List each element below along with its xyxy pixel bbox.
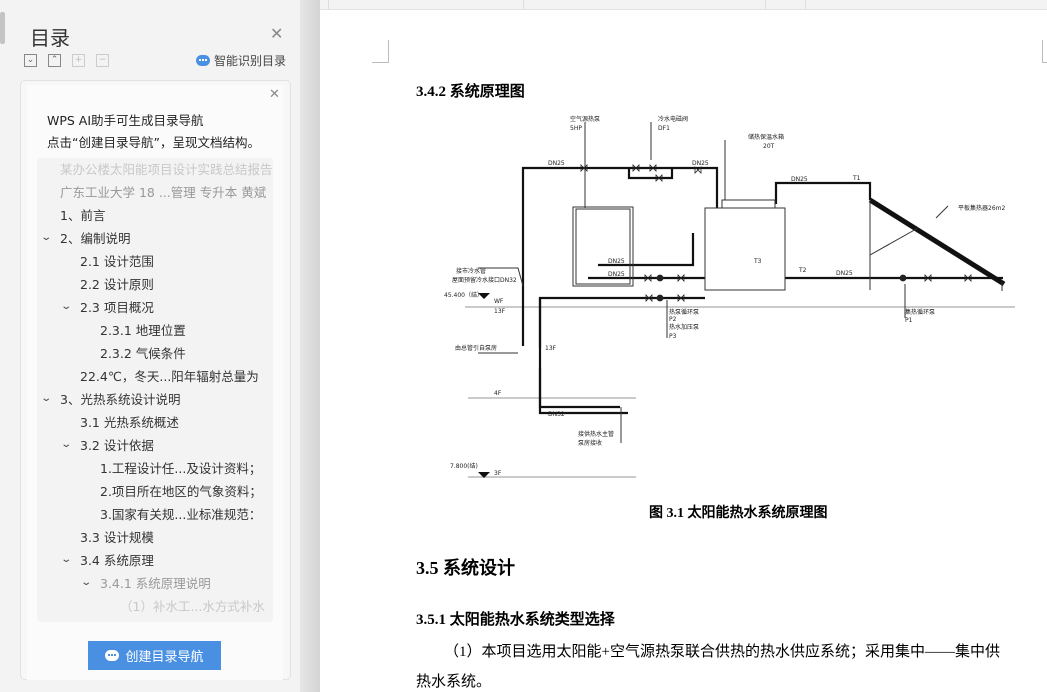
create-toc-button[interactable]: 创建目录导航	[88, 641, 221, 670]
close-panel-icon[interactable]: ✕	[270, 24, 284, 43]
paragraph-line: （1）本项目选用太阳能+空气源热泵联合供热的热水供应系统；采用集中——集中供	[444, 644, 1000, 660]
svg-text:P3: P3	[669, 333, 677, 340]
svg-text:热水加压泵: 热水加压泵	[669, 323, 699, 331]
chevron-down-icon[interactable]: ⌄	[80, 577, 93, 588]
svg-text:屋面预留冷水接口DN32: 屋面预留冷水接口DN32	[452, 276, 517, 284]
svg-text:热泵循环泵: 热泵循环泵	[669, 308, 699, 316]
close-promo-icon[interactable]: ✕	[269, 87, 280, 102]
toc-item[interactable]: 2.3 项目概况	[80, 300, 154, 315]
svg-text:接市冷水管: 接市冷水管	[456, 267, 486, 275]
svg-text:空气源热泵: 空气源热泵	[570, 115, 600, 123]
chevron-down-icon[interactable]: ⌄	[40, 232, 53, 243]
chevron-down-icon[interactable]: ⌄	[60, 554, 73, 565]
chevron-down-icon[interactable]: ⌄	[60, 439, 73, 450]
svg-text:DN25: DN25	[608, 271, 625, 278]
paragraph-line: 热水系统。	[416, 674, 492, 690]
svg-text:P1: P1	[905, 317, 913, 324]
ruler-bar	[320, 0, 1047, 10]
system-schematic-diagram: 空气源热泵 5HP 冷水电磁阀 DF1 储热保温水箱 20T 平板集热器26m2 DN…	[444, 115, 1015, 478]
promo-line-2: 点击“创建目录导航”，呈现文档结构。	[47, 135, 260, 150]
toc-item[interactable]: 2.项目所在地区的气象资料；	[100, 484, 262, 499]
svg-text:冷水电磁阀: 冷水电磁阀	[658, 115, 688, 123]
svg-text:平板集热器26m2: 平板集热器26m2	[958, 204, 1005, 212]
svg-text:集热循环泵: 集热循环泵	[905, 308, 935, 316]
svg-text:DN25: DN25	[608, 258, 625, 265]
svg-text:4F: 4F	[494, 390, 502, 397]
svg-text:储热保温水箱: 储热保温水箱	[748, 133, 784, 141]
ai-icon	[196, 55, 210, 66]
page-corner-mark	[1042, 40, 1047, 63]
toc-item[interactable]: 22.4℃，冬天...阳年辐射总量为	[80, 369, 259, 384]
svg-text:DN25: DN25	[548, 160, 565, 167]
toc-item[interactable]: 2、编制说明	[60, 231, 131, 246]
toc-preview-list	[37, 158, 273, 622]
toc-item[interactable]: 2.2 设计原则	[80, 277, 154, 292]
heading-3-5-1: 3.5.1 太阳能热水系统类型选择	[416, 612, 615, 628]
create-toc-label: 创建目录导航	[125, 650, 204, 665]
chevron-down-icon[interactable]: ⌄	[40, 393, 53, 404]
toc-item[interactable]: 3.4 系统原理	[80, 553, 154, 568]
toc-item[interactable]: 1.工程设计任...及设计资料；	[100, 461, 262, 476]
svg-text:T3: T3	[753, 258, 762, 265]
expand-all-button[interactable]: ⌄	[24, 54, 37, 67]
svg-text:泵房接收: 泵房接收	[578, 439, 602, 447]
toc-item[interactable]: 3.2 设计依据	[80, 438, 154, 453]
promo-line-1: WPS AI助手可生成目录导航	[47, 113, 204, 128]
figure-caption: 图 3.1 太阳能热水系统原理图	[649, 506, 828, 521]
add-level-button[interactable]: +	[72, 54, 85, 67]
ai-icon	[105, 650, 120, 661]
toc-item[interactable]: 广东工业大学 18 ...管理 专升本 黄斌	[60, 185, 267, 200]
svg-text:13F: 13F	[545, 345, 557, 352]
elevation-marker-icon	[478, 293, 490, 478]
heading-3-5: 3.5 系统设计	[416, 558, 515, 578]
toc-item[interactable]: 2.1 设计范围	[80, 254, 154, 269]
heading-3-4-2: 3.4.2 系统原理图	[416, 84, 525, 100]
toc-item[interactable]: 某办公楼太阳能项目设计实践总结报告	[60, 162, 273, 177]
remove-level-button[interactable]: −	[96, 54, 109, 67]
svg-text:DN25: DN25	[791, 176, 808, 183]
svg-text:13F: 13F	[494, 308, 506, 315]
page-corner-mark	[372, 40, 389, 63]
toc-item[interactable]: 3.3 设计规模	[80, 530, 154, 545]
scrollbar-thumb[interactable]	[0, 12, 5, 44]
svg-text:DN25: DN25	[836, 270, 853, 277]
toc-item[interactable]: 3.4.1 系统原理说明	[100, 576, 211, 591]
toc-item[interactable]: 3、光热系统设计说明	[60, 392, 181, 407]
svg-text:45.400（结）: 45.400（结）	[444, 291, 483, 299]
toc-title: 目录	[30, 26, 70, 50]
panel-divider[interactable]	[300, 0, 320, 692]
svg-text:T1: T1	[852, 175, 861, 182]
svg-text:DN25: DN25	[692, 160, 709, 167]
toc-item[interactable]: 3.国家有关规...业标准规范：	[100, 507, 262, 522]
toc-item[interactable]: 2.3.2 气候条件	[100, 346, 186, 361]
toc-item[interactable]: 2.3.1 地理位置	[100, 323, 186, 338]
collapse-all-button[interactable]: ⌃	[48, 54, 61, 67]
svg-text:P2: P2	[669, 316, 677, 323]
svg-text:WF: WF	[494, 298, 504, 305]
diagram-labels: 空气源热泵 5HP 冷水电磁阀 DF1 储热保温水箱 20T 平板集热器26m2 DN…	[444, 115, 1005, 477]
toc-item[interactable]: （1）补水工...水方式补水	[120, 599, 265, 614]
svg-text:接供热水主管: 接供热水主管	[578, 430, 614, 438]
svg-text:DN32: DN32	[548, 411, 565, 418]
svg-text:T2: T2	[798, 267, 807, 274]
toc-item[interactable]: 1、前言	[60, 208, 106, 223]
svg-text:3F: 3F	[494, 470, 502, 477]
chevron-down-icon[interactable]: ⌄	[60, 301, 73, 312]
toc-item[interactable]: 3.1 光热系统概述	[80, 415, 179, 430]
svg-text:5HP: 5HP	[570, 125, 582, 132]
smart-recognize-label: 智能识别目录	[214, 54, 287, 68]
svg-text:7.800(结): 7.800(结)	[450, 462, 478, 470]
valve-symbols	[580, 164, 972, 302]
svg-text:20T: 20T	[763, 143, 775, 150]
svg-text:DF1: DF1	[658, 125, 670, 132]
svg-text:由总管引自泵房: 由总管引自泵房	[455, 344, 497, 352]
smart-recognize-button[interactable]: 智能识别目录	[196, 52, 286, 69]
